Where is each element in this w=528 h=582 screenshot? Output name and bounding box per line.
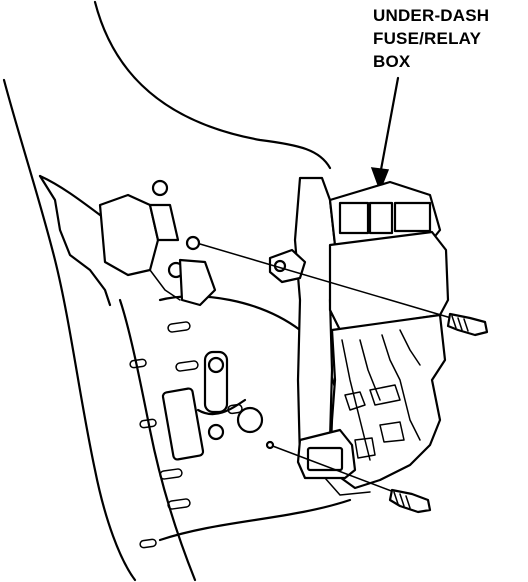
callout-line-3: BOX [373,52,411,71]
fuse-relay-box [268,176,450,496]
hinge-assembly [161,350,264,461]
fuse-relay-box-callout: UNDER-DASH FUSE/RELAY BOX [373,4,489,73]
callout-arrow [370,76,400,193]
callout-line-2: FUSE/RELAY [373,29,482,48]
upper-bolt [199,243,489,337]
lower-bolt [265,440,432,514]
dashboard-outline [2,0,332,582]
mounting-bracket [98,179,217,307]
callout-line-1: UNDER-DASH [373,6,490,25]
